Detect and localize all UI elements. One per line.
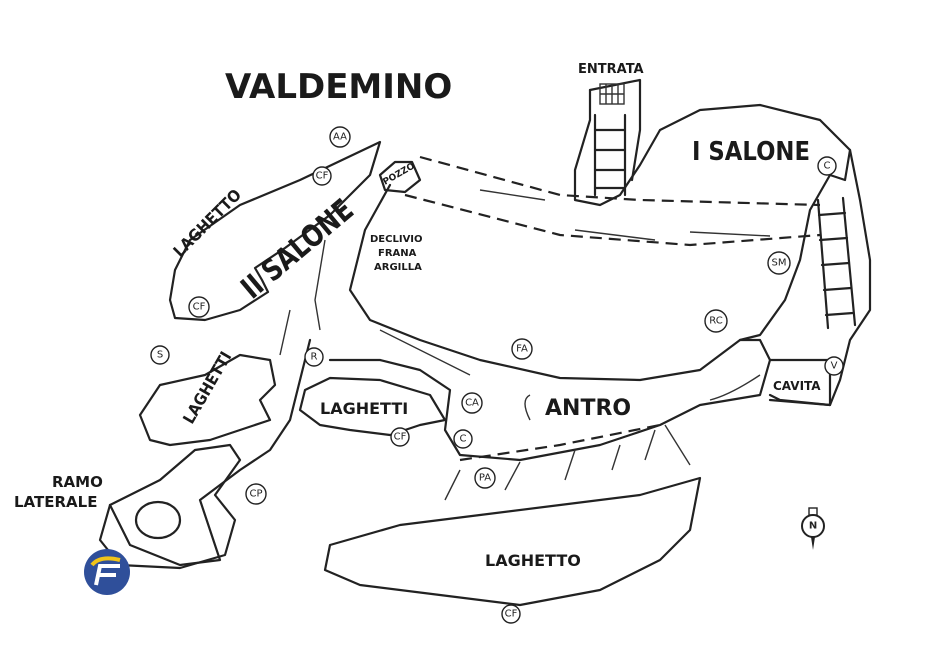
passage-dashed-south bbox=[404, 193, 821, 247]
entrance-shaft bbox=[588, 78, 642, 182]
svg-text:R: R bbox=[311, 352, 318, 363]
svg-text:FA: FA bbox=[516, 344, 528, 355]
svg-text:V: V bbox=[831, 361, 838, 372]
marker-rc: RC bbox=[704, 309, 728, 333]
svg-text:FRANA: FRANA bbox=[378, 248, 417, 259]
laghetto-nw-outline bbox=[168, 140, 382, 322]
label-laghetti-w: LAGHETTI bbox=[179, 348, 235, 427]
svg-text:S: S bbox=[157, 350, 163, 361]
marker-sm: SM bbox=[767, 251, 791, 275]
svg-text:C: C bbox=[824, 161, 831, 172]
marker-pa: PA bbox=[474, 467, 496, 489]
label-pozzo: POZZO bbox=[382, 161, 418, 187]
svg-text:N: N bbox=[809, 521, 817, 532]
label-declivio: DECLIVIO FRANA ARGILLA bbox=[370, 234, 423, 273]
grate-icon bbox=[599, 83, 625, 105]
ramo-pool bbox=[134, 500, 182, 540]
marker-cf: CF bbox=[390, 427, 410, 447]
svg-text:RAMO: RAMO bbox=[52, 473, 103, 491]
cavita-outline bbox=[768, 358, 832, 407]
markers: AA CF CF CF CF S R CA C C PA FA RC SM V … bbox=[150, 126, 844, 624]
laghetti-c-outline bbox=[298, 376, 447, 437]
label-antro: ANTRO bbox=[545, 396, 631, 421]
marker-c: C bbox=[453, 429, 473, 449]
label-entrata: ENTRATA bbox=[578, 62, 644, 77]
passage-dashed-north bbox=[419, 155, 821, 207]
antro-dashed-edge bbox=[459, 423, 661, 462]
east-wall bbox=[768, 148, 872, 407]
svg-text:CA: CA bbox=[465, 398, 479, 409]
label-laghetti-c: LAGHETTI bbox=[320, 399, 408, 418]
label-i-salone: I SALONE bbox=[692, 137, 810, 167]
svg-text:C: C bbox=[460, 434, 467, 445]
svg-text:RC: RC bbox=[709, 316, 722, 327]
label-laghetto-nw: LAGHETTO bbox=[169, 185, 245, 261]
svg-text:DECLIVIO: DECLIVIO bbox=[370, 234, 423, 245]
ramo-laterale-outline bbox=[98, 443, 242, 570]
svg-text:PA: PA bbox=[479, 473, 491, 484]
svg-text:SM: SM bbox=[772, 258, 787, 269]
map-title: VALDEMINO bbox=[225, 67, 452, 107]
marker-aa: AA bbox=[329, 126, 351, 148]
marker-v: V bbox=[824, 356, 844, 376]
north-compass-icon: N bbox=[801, 507, 825, 550]
label-cavita: CAVITA bbox=[773, 379, 821, 393]
svg-text:AA: AA bbox=[333, 132, 347, 143]
ladder-salone-icon bbox=[816, 196, 857, 330]
svg-text:CF: CF bbox=[193, 302, 206, 313]
marker-c: C bbox=[817, 156, 837, 176]
logo-icon bbox=[84, 549, 130, 595]
marker-s: S bbox=[150, 345, 170, 365]
laghetti-w-outline bbox=[138, 353, 277, 447]
svg-text:LATERALE: LATERALE bbox=[14, 493, 97, 511]
flow-arrows bbox=[279, 189, 771, 421]
svg-text:CF: CF bbox=[394, 432, 407, 443]
svg-text:CF: CF bbox=[505, 609, 518, 620]
ladder-entrance-icon bbox=[593, 113, 627, 197]
antro-outline bbox=[108, 338, 772, 567]
cave-outlines bbox=[98, 78, 872, 607]
svg-text:ARGILLA: ARGILLA bbox=[374, 262, 422, 273]
marker-cf: CF bbox=[188, 296, 210, 318]
marker-fa: FA bbox=[511, 338, 533, 360]
marker-r: R bbox=[304, 347, 324, 367]
label-ramo-laterale: RAMO LATERALE bbox=[14, 473, 103, 511]
marker-cf: CF bbox=[312, 166, 332, 186]
slope-hachures bbox=[444, 424, 691, 501]
pozzo-outline bbox=[378, 160, 422, 194]
label-ii-salone: II SALONE bbox=[235, 193, 361, 307]
label-laghetto-s: LAGHETTO bbox=[485, 551, 581, 570]
svg-text:CP: CP bbox=[249, 489, 262, 500]
marker-cf: CF bbox=[501, 604, 521, 624]
laghetto-s-outline bbox=[323, 476, 702, 607]
main-chamber-outline bbox=[348, 88, 852, 382]
marker-ca: CA bbox=[461, 392, 483, 414]
marker-cp: CP bbox=[245, 483, 267, 505]
svg-text:CF: CF bbox=[316, 171, 329, 182]
